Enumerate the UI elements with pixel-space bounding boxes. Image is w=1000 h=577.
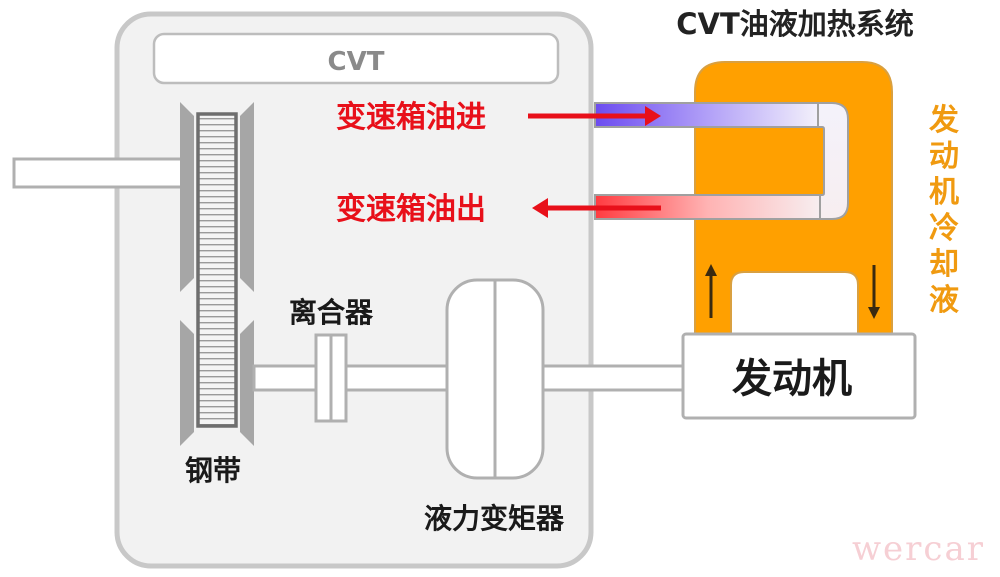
steel-belt-label: 钢带: [185, 454, 241, 487]
coolant-label-char: 动: [929, 139, 959, 174]
coolant-arrow-up: [705, 264, 717, 318]
coolant-label-char: 冷: [929, 211, 959, 246]
diagram-title: CVT油液加热系统: [676, 7, 914, 41]
pulley-sheave-upper-right: [240, 102, 254, 292]
coolant-label-char: 机: [929, 175, 959, 210]
engine-label: 发动机: [732, 356, 852, 402]
coolant-label-char: 发: [928, 103, 959, 138]
pulley-sheave-lower-right: [240, 320, 254, 446]
engine-box: [681, 332, 917, 420]
oil-in-label: 变速箱油进: [336, 100, 486, 135]
coolant-label: 发 动 机 冷 却 液: [928, 103, 959, 318]
oil-in-arrow: [528, 106, 661, 126]
pulley-sheave-lower-left: [180, 320, 194, 446]
oil-out-label: 变速箱油出: [336, 192, 486, 227]
steel-belt: [196, 112, 238, 428]
coolant-label-char: 却: [929, 247, 959, 282]
cvt-label: CVT: [328, 47, 385, 77]
cvt-label-box: [152, 32, 560, 85]
watermark: wercar: [852, 529, 985, 569]
clutch-plate-left: [314, 333, 333, 423]
clutch-label: 离合器: [289, 296, 374, 329]
oil-out-arrow: [532, 198, 661, 218]
input-shaft: [12, 157, 184, 189]
coolant-arrow-down: [868, 265, 880, 319]
clutch-plate-right: [329, 333, 348, 423]
torque-converter-label: 液力变矩器: [424, 502, 565, 535]
pulley-sheave-upper-left: [180, 102, 194, 292]
coolant-label-char: 液: [929, 283, 959, 318]
